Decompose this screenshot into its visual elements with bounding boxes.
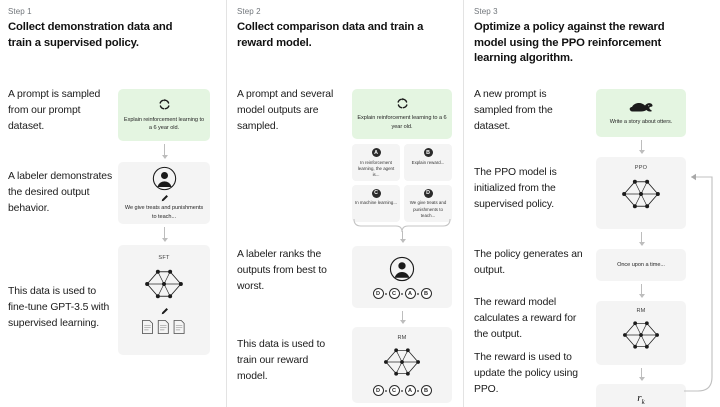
rank-3: A (404, 288, 416, 299)
feedback-arrow-icon (682, 167, 718, 407)
refresh-circle-icon (396, 97, 409, 110)
step-2-rm-card: RM (352, 327, 452, 403)
option-a-text: In reinforcement learning, the agent is.… (357, 159, 395, 177)
ppo-tag: PPO (634, 165, 648, 171)
neural-network-icon (618, 174, 664, 214)
step-3-rm-tag: RM (636, 308, 646, 314)
reward-subscript: k (641, 398, 645, 407)
rm-rank-sep-2 (401, 389, 403, 392)
step-3-caption-3: The policy generates an output. (474, 249, 583, 276)
step-3-caption-5: The reward is used to update the policy … (474, 352, 578, 395)
rm-rank-4: B (420, 385, 432, 396)
rm-tag: RM (397, 335, 407, 341)
step-1-sft-card: SFT (118, 245, 210, 355)
rm-rank-sep-3 (417, 389, 419, 392)
step-3-prompt-card: Write a story about otters. (596, 89, 686, 137)
step-1-arrow-2 (161, 227, 168, 242)
step-2-rm-ranking: D C A B (372, 385, 432, 396)
labeler-person-icon (388, 255, 416, 283)
step-2-column: Step 2 Collect comparison data and train… (226, 0, 463, 407)
step-2-labeler-ranking: D C A B (372, 288, 432, 299)
step-2-title: Collect comparison data and train a rewa… (237, 21, 424, 49)
labeler-person-icon (151, 165, 178, 192)
step-3-arrow-3 (638, 284, 645, 298)
option-a: A In reinforcement learning, the agent i… (352, 144, 400, 181)
step-3-arrow-2 (638, 232, 645, 246)
step-1-caption-1: A prompt is sampled from our prompt data… (8, 89, 101, 132)
rank-sep-3 (417, 292, 419, 295)
option-b-text: Explain reward... (411, 159, 445, 165)
rank-sep-1 (385, 292, 387, 295)
rm-rank-1: D (372, 385, 384, 396)
rm-rank-2: C (388, 385, 400, 396)
step-3-rm-card: RM (596, 301, 686, 365)
step-2-label: Step 2 (237, 7, 261, 16)
neural-network-icon (619, 316, 663, 354)
step-3-title: Optimize a policy against the reward mod… (474, 21, 665, 65)
step-3-label: Step 3 (474, 7, 498, 16)
step-2-arrow-1 (399, 231, 406, 243)
step-3-reward-card: rk (596, 384, 686, 407)
option-c-text: In machine learning... (355, 200, 397, 206)
refresh-circle-icon (158, 98, 171, 111)
sft-tag: SFT (158, 255, 170, 261)
option-b: B Explain reward... (404, 144, 452, 181)
step-1-label: Step 1 (8, 7, 32, 16)
option-d: D We give treats and punishments to teac… (404, 184, 452, 222)
step-3-column: Step 3 Optimize a policy against the rew… (463, 0, 720, 407)
rank-4: B (420, 288, 432, 299)
pencil-icon (160, 194, 169, 203)
step-2-options-grid: A In reinforcement learning, the agent i… (352, 144, 452, 222)
rm-rank-3: A (404, 385, 416, 396)
rank-1: D (372, 288, 384, 299)
step-1-labeler-card: We give treats and punishments to teach.… (118, 162, 210, 224)
step-1-prompt-text: Explain reinforcement learning to a 6 ye… (123, 116, 205, 131)
step-2-prompt-card: Explain reinforcement learning to a 6 ye… (352, 89, 452, 139)
step-3-prompt-text: Write a story about otters. (609, 118, 673, 125)
step-3-output-text: Once upon a time... (617, 261, 665, 268)
otter-icon (628, 100, 655, 113)
step-2-prompt-text: Explain reinforcement learning to a 6 ye… (357, 115, 447, 130)
option-c: C In machine learning... (352, 184, 400, 222)
step-3-ppo-card: PPO (596, 157, 686, 229)
step-2-caption-3: This data is used to train our reward mo… (237, 339, 326, 382)
step-3-arrow-1 (638, 140, 645, 154)
step-1-prompt-card: Explain reinforcement learning to a 6 ye… (118, 89, 210, 141)
rm-rank-sep-1 (385, 389, 387, 392)
pencil-icon (160, 307, 169, 316)
step-3-output-card: Once upon a time... (596, 249, 686, 281)
rank-2: C (388, 288, 400, 299)
option-d-badge: D (423, 188, 433, 198)
step-2-arrow-2 (399, 311, 406, 324)
neural-network-icon (141, 264, 187, 304)
neural-network-icon (380, 343, 424, 381)
rank-sep-2 (401, 292, 403, 295)
step-3-caption-1: A new prompt is sampled from the dataset… (474, 89, 553, 132)
step-3-arrow-4 (638, 368, 645, 381)
step-1-arrow-1 (161, 144, 168, 159)
option-b-badge: B (423, 148, 433, 157)
step-1-caption-2: A labeler demonstrates the desired outpu… (8, 171, 113, 214)
documents-icon (141, 319, 187, 335)
step-2-caption-2: A labeler ranks the outputs from best to… (237, 249, 327, 292)
step-3-caption-2: The PPO model is initialized from the su… (474, 167, 557, 210)
option-a-badge: A (371, 148, 381, 157)
option-c-badge: C (371, 188, 381, 198)
step-1-title: Collect demonstration data and train a s… (8, 21, 173, 49)
step-2-caption-1: A prompt and several model outputs are s… (237, 89, 334, 132)
step-2-labeler-card: D C A B (352, 246, 452, 308)
step-1-column: Step 1 Collect demonstration data and tr… (0, 0, 226, 407)
reward-symbol: r (637, 391, 642, 404)
step-3-caption-4: The reward model calculates a reward for… (474, 297, 577, 340)
option-d-text: We give treats and punishments to teach.… (409, 200, 447, 218)
step-1-caption-3: This data is used to fine-tune GPT-3.5 w… (8, 286, 110, 329)
step-1-labeler-text: We give treats and punishments to teach.… (124, 205, 204, 220)
reward-formula: rk (637, 392, 644, 406)
